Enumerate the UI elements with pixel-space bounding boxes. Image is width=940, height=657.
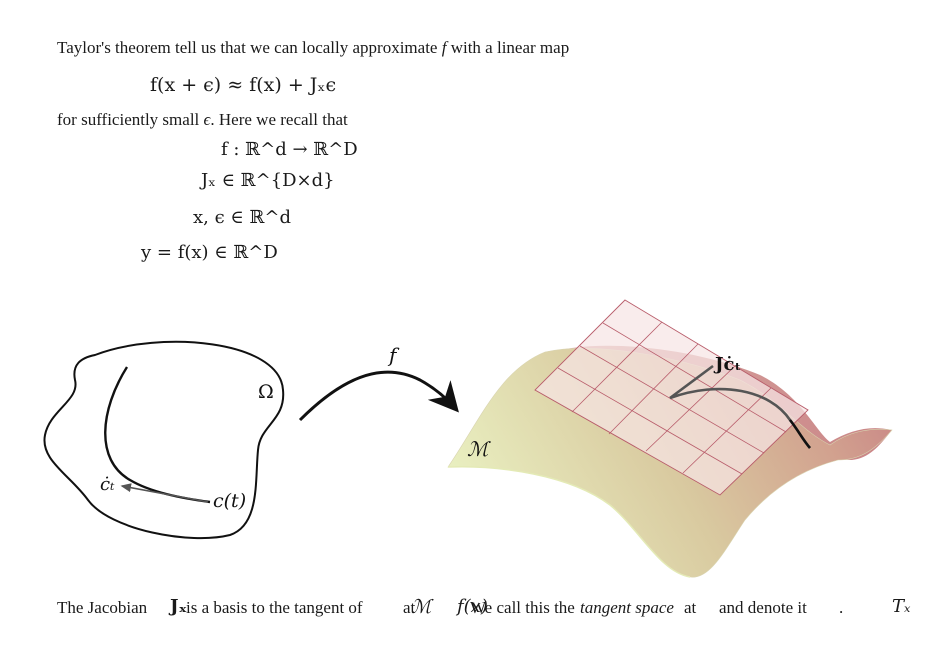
image-curve-front [788,419,811,449]
condition-text-2: . Here we recall that [210,110,348,129]
manifold-figure: Ω c(t) ċₜ f ℳ Jċₜ [43,299,893,578]
intro-f-symbol: f [441,38,447,57]
bottom-text-7: . [839,598,844,617]
bottom-manifold-symbol: ℳ [411,596,432,618]
definition-y: y = f(x) ∈ ℝ^D [141,242,278,263]
definition-jacobian: Jₓ ∈ ℝ^{D×d} [201,170,335,191]
condition-text-1: for sufficiently small [57,110,204,129]
jacobian-velocity-arrow [669,364,714,400]
jacobian-velocity-label: Jċₜ [713,354,741,375]
map-arrow-f [298,370,459,422]
definition-f-map: f : ℝ^d → ℝ^D [221,139,358,160]
domain-label-omega: Ω [258,381,274,403]
bottom-text-4: We call this the [470,598,575,617]
curve-c-of-t [104,366,211,504]
bottom-text-3: at [403,598,416,617]
bottom-text-2: is a basis to the tangent of [186,598,363,617]
bottom-tangent-space: tangent space [580,598,674,617]
bottom-text-5: at [684,598,697,617]
intro-sentence: Taylor's theorem tell us that we can loc… [57,38,569,58]
bottom-text-1: The Jacobian [57,598,148,617]
condition-sentence: for sufficiently small ϵ. Here we recall… [57,110,348,130]
bottom-jacobian-symbol: Jₓ [170,596,188,617]
velocity-arrow [120,483,209,503]
curve-label-c-t: c(t) [213,490,246,512]
domain-region-outline [43,340,285,540]
taylor-equation-text: f(x + ϵ) ≈ f(x) + Jₓϵ [150,74,337,96]
bottom-text-6: and denote it [719,598,807,617]
manifold-edge-curve [447,466,691,578]
manifold-label-m: ℳ [467,437,491,461]
definition-x-epsilon: x, ϵ ∈ ℝ^d [193,207,292,228]
taylor-equation: f(x + ϵ) ≈ f(x) + Jₓϵ [150,74,336,96]
bottom-tangent-symbol: Tₓ [892,596,911,617]
intro-text-2: with a linear map [446,38,570,57]
bottom-f-x: f(x) [457,596,488,617]
intro-text-1: Taylor's theorem tell us that we can loc… [57,38,442,57]
map-label-f: f [387,343,400,367]
condition-epsilon: ϵ [203,110,211,129]
velocity-label-c-dot: ċₜ [100,474,115,495]
